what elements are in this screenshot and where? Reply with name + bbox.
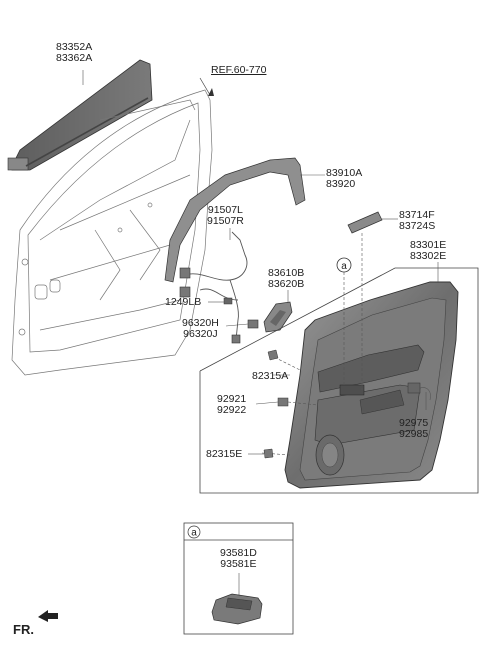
- callout-a-marker: [336, 257, 352, 273]
- front-direction-label: FR.: [13, 622, 34, 637]
- panel-assembly-frame: [199, 267, 479, 494]
- clip-82315e: [263, 448, 274, 459]
- weatherstrip-part: [164, 157, 306, 283]
- window-switch-part: [211, 593, 263, 625]
- clip-92921: [277, 397, 289, 407]
- detail-callout-letter: a: [191, 528, 197, 539]
- front-arrow-icon: [38, 610, 58, 622]
- clip-82315a: [267, 349, 279, 361]
- callout-a-letter: a: [341, 261, 347, 272]
- wiring-harness-part: [179, 231, 248, 344]
- label-1249lb: 1249LB: [165, 296, 202, 308]
- door-frame: [11, 89, 213, 376]
- inside-handle-part: [263, 301, 293, 333]
- trim-piece-part: [347, 211, 383, 234]
- bolt-part: [223, 297, 233, 305]
- label-ref-60-770: REF.60-770: [211, 64, 267, 76]
- switch-92975: [407, 382, 431, 401]
- label-82315e: 82315E: [206, 448, 243, 460]
- label-82315a: 82315A: [252, 370, 289, 382]
- door-trim-panel-part: [284, 281, 459, 489]
- sunshade-part: [7, 59, 153, 171]
- connector-part: [247, 319, 259, 329]
